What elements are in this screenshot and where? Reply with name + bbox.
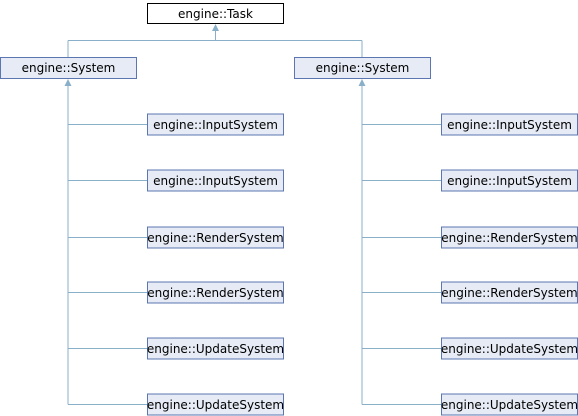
- child-node-label: engine::InputSystem: [153, 174, 278, 188]
- child-node-label: engine::InputSystem: [447, 174, 572, 188]
- child-node-label: engine::RenderSystem: [147, 286, 283, 300]
- base-node-label: engine::System: [22, 61, 116, 75]
- child-node-box: [147, 281, 284, 304]
- child-node-rendersystem[interactable]: engine::RenderSystem: [441, 281, 578, 304]
- child-node-inputsystem[interactable]: engine::InputSystem: [441, 169, 578, 192]
- child-node-label: engine::UpdateSystem: [147, 398, 284, 412]
- child-node-label: engine::RenderSystem: [441, 286, 577, 300]
- base-node-label: engine::System: [316, 61, 410, 75]
- child-node-label: engine::RenderSystem: [441, 231, 577, 245]
- child-node-rendersystem[interactable]: engine::RenderSystem: [441, 226, 578, 249]
- arrowhead-base-left: [64, 79, 72, 86]
- base-node-system-right[interactable]: engine::System: [294, 57, 431, 79]
- child-node-label: engine::InputSystem: [447, 118, 572, 132]
- root-node-task[interactable]: engine::Task: [147, 3, 284, 24]
- child-node-inputsystem[interactable]: engine::InputSystem: [441, 113, 578, 136]
- base-node-system-left[interactable]: engine::System: [0, 57, 137, 79]
- child-node-label: engine::RenderSystem: [147, 231, 283, 245]
- child-node-inputsystem[interactable]: engine::InputSystem: [147, 113, 284, 136]
- nodes-layer: engine::Task engine::System engine::Syst…: [0, 3, 578, 416]
- child-node-box: [147, 226, 284, 249]
- child-node-label: engine::InputSystem: [153, 118, 278, 132]
- root-node-label: engine::Task: [178, 7, 253, 21]
- child-node-updatesystem[interactable]: engine::UpdateSystem: [147, 393, 284, 416]
- child-node-updatesystem[interactable]: engine::UpdateSystem: [147, 337, 284, 360]
- edges-layer: [64, 24, 442, 405]
- child-node-box: [147, 113, 284, 136]
- arrowhead-root: [212, 24, 219, 31]
- child-node-label: engine::UpdateSystem: [441, 342, 578, 356]
- child-node-box: [147, 337, 284, 360]
- child-node-rendersystem[interactable]: engine::RenderSystem: [147, 281, 284, 304]
- child-node-updatesystem[interactable]: engine::UpdateSystem: [441, 393, 578, 416]
- child-node-box: [147, 169, 284, 192]
- child-node-box: [147, 393, 284, 416]
- child-node-rendersystem[interactable]: engine::RenderSystem: [147, 226, 284, 249]
- child-node-label: engine::UpdateSystem: [441, 398, 578, 412]
- child-node-label: engine::UpdateSystem: [147, 342, 284, 356]
- child-node-updatesystem[interactable]: engine::UpdateSystem: [441, 337, 578, 360]
- arrowhead-base-right: [358, 79, 366, 86]
- child-node-inputsystem[interactable]: engine::InputSystem: [147, 169, 284, 192]
